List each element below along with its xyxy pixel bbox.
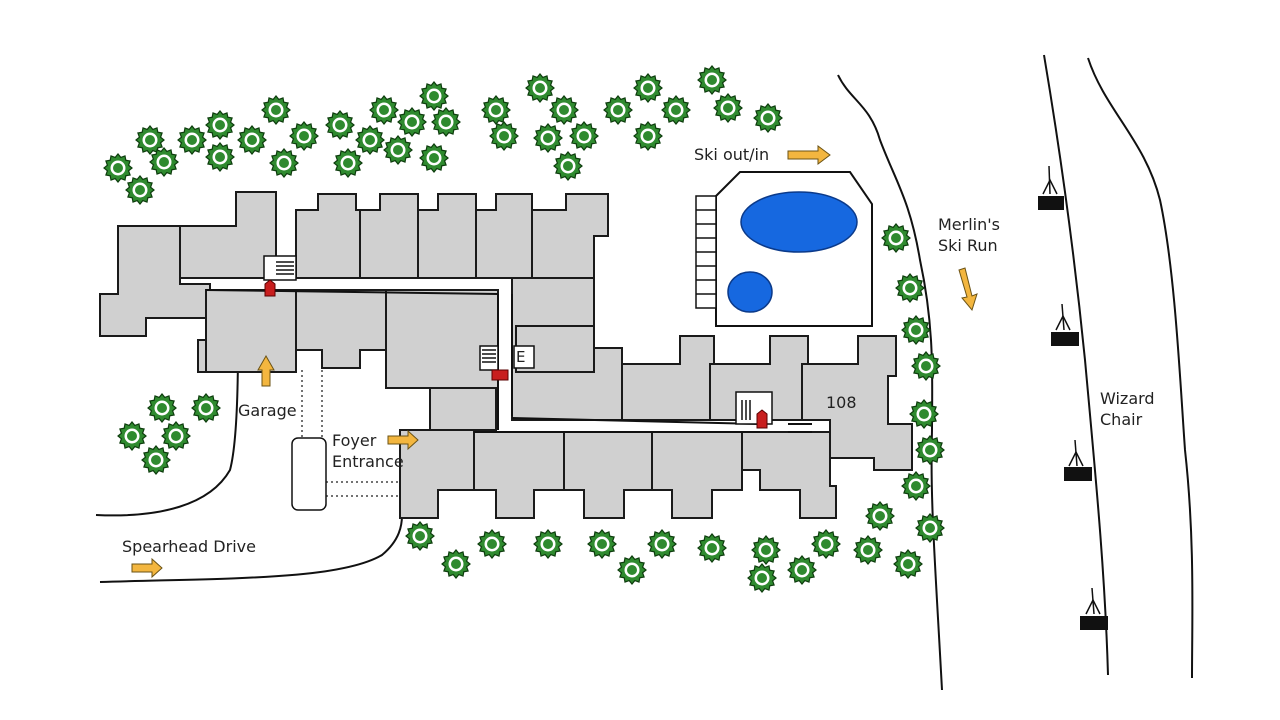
tree-icon [135,125,165,155]
tree-icon [901,315,931,345]
tree-icon [481,95,511,125]
tree-icon [419,81,449,111]
tree-icon [103,153,133,183]
tree-icon [289,121,319,151]
tree-icon [895,273,925,303]
tree-icon [177,125,207,155]
chair-lift-edge-left [1043,54,1109,676]
tree-icon [787,555,817,585]
tree-icon [553,151,583,181]
tree-icon [697,65,727,95]
tree-icon [811,529,841,559]
door-icon [756,409,768,429]
arrow-icon [787,145,831,165]
tree-icon [893,549,923,579]
tree-icon [915,435,945,465]
stairs-icon [695,195,717,309]
hot-tub [727,271,773,313]
tree-icon [477,529,507,559]
tree-icon [533,529,563,559]
tree-icon [325,110,355,140]
tree-icon [369,95,399,125]
road-curve-upper [95,344,239,517]
tree-icon [753,103,783,133]
ski-out-in-label: Ski out/in [694,145,770,164]
tree-icon [355,125,385,155]
tree-icon [269,148,299,178]
tree-icon [617,555,647,585]
chair-lift-edge-right [1087,57,1194,679]
door-icon [491,369,509,381]
tree-icon [441,549,471,579]
door-icon [264,279,276,297]
tree-icon [117,421,147,451]
garage-label: Garage [238,401,297,420]
tree-icon [533,123,563,153]
tree-icon [569,121,599,151]
tree-icon [751,535,781,565]
chair-lift-icon [1064,439,1092,481]
stairs-icon [479,345,499,371]
merlins-ski-run-label: Merlin's Ski Run [938,215,1000,255]
pool [740,191,858,253]
tree-icon [633,121,663,151]
chair-lift-icon [1051,303,1079,346]
tree-icon [747,563,777,593]
spearhead-drive-label: Spearhead Drive [122,537,256,556]
tree-icon [713,93,743,123]
tree-icon [405,521,435,551]
tree-icon [431,107,461,137]
elevator-label: E [516,348,526,366]
tree-icon [525,73,555,103]
foyer-entrance-label: Foyer Entrance [332,431,404,471]
tree-icon [603,95,633,125]
arrow-icon [257,354,275,387]
road-curve-lower [99,514,403,583]
tree-icon [397,107,427,137]
tree-icon [865,501,895,531]
tree-icon [161,421,191,451]
tree-icon [881,223,911,253]
tree-icon [587,529,617,559]
tree-icon [853,535,883,565]
tree-icon [909,399,939,429]
entrance-canopy [291,437,327,511]
tree-icon [633,73,663,103]
tree-icon [911,351,941,381]
tree-icon [191,393,221,423]
tree-icon [489,121,519,151]
tree-icon [205,110,235,140]
tree-icon [205,142,235,172]
tree-icon [237,125,267,155]
corridor-line [511,417,761,425]
tree-icon [549,95,579,125]
elevator-box [513,345,535,369]
tree-icon [125,175,155,205]
tree-icon [149,147,179,177]
tree-icon [383,135,413,165]
tree-icon [147,393,177,423]
tree-icon [333,148,363,178]
arrow-icon [131,557,163,579]
chair-lift-icon [1038,165,1064,210]
wizard-chair-label: Wizard Chair [1100,389,1155,429]
building [99,191,913,519]
tree-icon [697,533,727,563]
arrow-icon [387,429,419,451]
tree-icon [901,471,931,501]
arrow-icon [958,267,978,312]
corridor-line [205,289,499,295]
stairs-icon [263,255,297,281]
tree-icon [661,95,691,125]
tree-icon [141,445,171,475]
tree-icon [915,513,945,543]
tree-icon [419,143,449,173]
room-108-label: 108 [826,393,857,412]
tree-icon [261,95,291,125]
chair-lift-icon [1080,587,1108,630]
tree-icon [647,529,677,559]
trees-layer [103,65,945,593]
